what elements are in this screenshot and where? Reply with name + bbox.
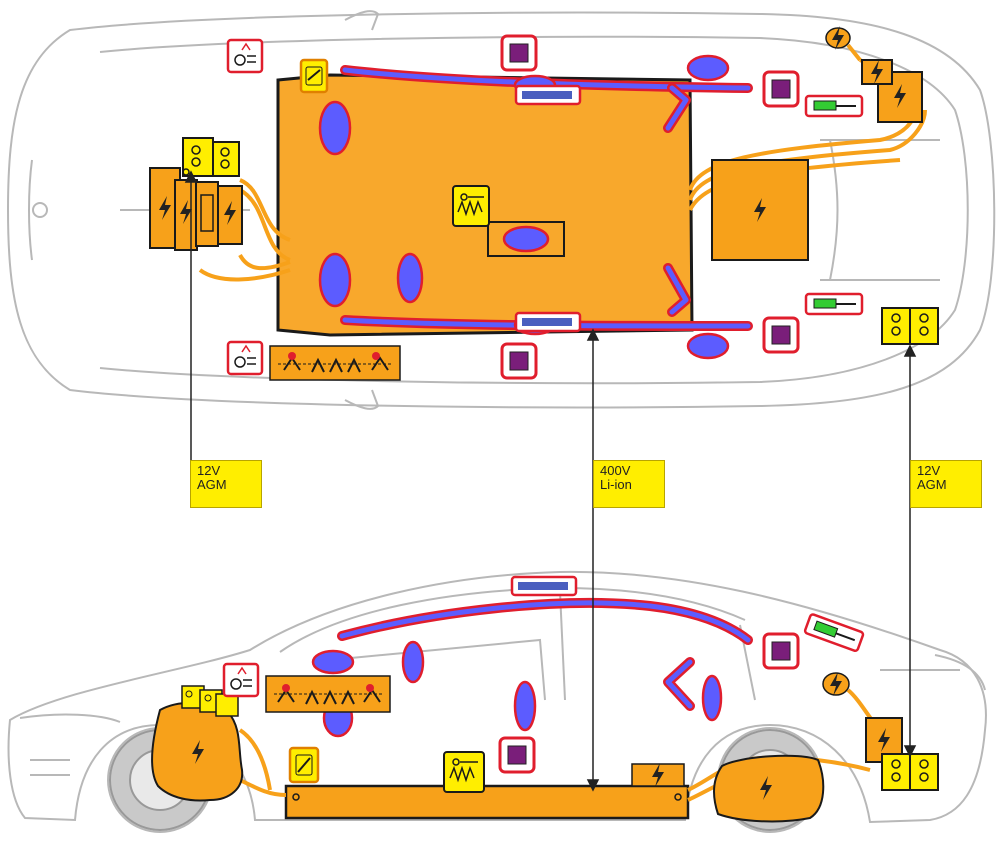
airbag-icon bbox=[318, 100, 352, 156]
front-battery-type: AGM bbox=[197, 477, 227, 492]
top-front-12v-battery bbox=[182, 137, 240, 177]
side-rear-12v-battery bbox=[881, 753, 939, 791]
top-fuse-icon bbox=[299, 58, 329, 94]
top-rear-12v-battery bbox=[881, 307, 939, 345]
top-gas-springs bbox=[804, 94, 864, 316]
front-battery-voltage: 12V bbox=[197, 463, 221, 478]
top-headlamp-icons bbox=[226, 38, 264, 376]
hv-battery-voltage: 400V bbox=[600, 463, 631, 478]
front-12v-battery-label: 12V AGM bbox=[190, 460, 262, 508]
hv-battery-type: Li-ion bbox=[600, 477, 632, 492]
top-hv-disconnect-icon bbox=[452, 185, 490, 227]
rear-battery-type: AGM bbox=[917, 477, 947, 492]
side-front-12v-battery bbox=[181, 685, 239, 717]
top-gas-generators bbox=[514, 84, 582, 333]
side-front-hv-unit bbox=[151, 701, 244, 802]
side-hv-battery bbox=[284, 763, 690, 820]
top-rollover-bar-icon bbox=[269, 345, 401, 381]
rear-battery-voltage: 12V bbox=[917, 463, 941, 478]
side-fuse-icon bbox=[288, 746, 320, 784]
airbag-icon bbox=[311, 649, 355, 675]
side-hv-disconnect-icon bbox=[443, 751, 485, 793]
top-front-hv-components bbox=[149, 167, 243, 251]
side-gas-spring bbox=[803, 613, 865, 653]
side-headlamp-icon bbox=[222, 662, 260, 698]
side-curtain-airbag bbox=[337, 597, 753, 711]
top-rear-hv-unit bbox=[711, 26, 923, 261]
top-seatbelt-pretensioners bbox=[500, 34, 800, 380]
rear-12v-battery-label: 12V AGM bbox=[910, 460, 982, 508]
leader-lines bbox=[184, 170, 917, 792]
side-gas-generator bbox=[510, 575, 578, 597]
side-seatbelt-pretensioners bbox=[498, 632, 800, 774]
hv-battery-label: 400V Li-ion bbox=[593, 460, 665, 508]
side-rollover-bar-icon bbox=[265, 675, 391, 713]
